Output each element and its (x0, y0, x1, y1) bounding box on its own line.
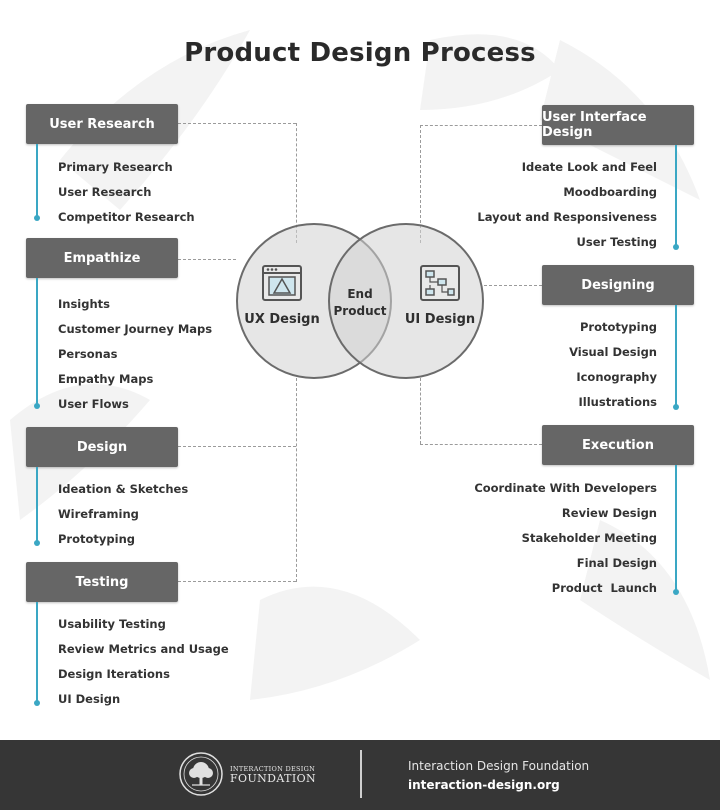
list-item: Visual Design (569, 345, 657, 359)
ui-design-circle (328, 223, 484, 379)
list-item: Stakeholder Meeting (521, 531, 657, 545)
footer-logo-text-top: INTERACTION DESIGN (230, 765, 316, 773)
ui-design-label: UI Design (404, 312, 476, 327)
testing-box: Testing (26, 562, 178, 602)
timeline-end-dot (673, 404, 679, 410)
list-item: Illustrations (578, 395, 658, 409)
connector-line (484, 285, 542, 286)
ui-design-timeline (675, 145, 677, 247)
connector-line (296, 378, 297, 582)
list-item: UI Design (58, 692, 121, 706)
list-item: Final Design (576, 556, 657, 570)
user-research-timeline (36, 144, 38, 218)
timeline-end-dot (34, 403, 40, 409)
testing-timeline (36, 602, 38, 703)
empathize-box: Empathize (26, 238, 178, 278)
footer-logo-text-bottom: FOUNDATION (230, 772, 317, 785)
list-item: Primary Research (58, 160, 173, 174)
execution-box: Execution (542, 425, 694, 465)
connector-line (178, 446, 296, 447)
list-item: Personas (58, 347, 118, 361)
list-item: Ideate Look and Feel (521, 160, 657, 174)
ux-design-label: UX Design (244, 312, 320, 327)
list-item: Customer Journey Maps (58, 322, 213, 336)
user-research-box: User Research (26, 104, 178, 144)
list-item: Iconography (576, 370, 657, 384)
end-product-line1: End (347, 287, 373, 301)
footer-url-link[interactable]: interaction-design.org (408, 778, 560, 792)
designing-timeline (675, 305, 677, 407)
connector-line (420, 444, 542, 445)
timeline-end-dot (34, 215, 40, 221)
timeline-end-dot (673, 244, 679, 250)
list-item: Wireframing (58, 507, 139, 521)
connector-line (178, 259, 236, 260)
footer-divider (360, 750, 362, 798)
timeline-end-dot (34, 540, 40, 546)
list-item: Insights (58, 297, 111, 311)
list-item: User Flows (58, 397, 129, 411)
user-interface-design-box: User Interface Design (542, 105, 694, 145)
list-item: Review Metrics and Usage (58, 642, 229, 656)
connector-line (420, 125, 421, 243)
list-item: User Testing (576, 235, 657, 249)
list-item: Product Launch (551, 581, 657, 595)
execution-timeline (675, 465, 677, 592)
list-item: Prototyping (58, 532, 135, 546)
timeline-end-dot (673, 589, 679, 595)
connector-line (296, 123, 297, 243)
list-item: Prototyping (580, 320, 657, 334)
list-item: Coordinate With Developers (474, 481, 657, 495)
list-item: User Research (58, 185, 152, 199)
list-item: Moodboarding (563, 185, 657, 199)
design-timeline (36, 467, 38, 543)
list-item: Usability Testing (58, 617, 166, 631)
connector-line (178, 581, 296, 582)
list-item: Empathy Maps (58, 372, 154, 386)
connector-line (420, 125, 542, 126)
ux-design-icon (262, 265, 302, 301)
connector-line (420, 378, 421, 444)
foundation-logo-icon[interactable] (178, 751, 224, 797)
end-product-line2: Product (333, 304, 387, 318)
list-item: Layout and Responsiveness (477, 210, 657, 224)
timeline-end-dot (34, 700, 40, 706)
designing-box: Designing (542, 265, 694, 305)
footer-org-name: Interaction Design Foundation (408, 759, 590, 773)
connector-line (178, 123, 296, 124)
page-title: Product Design Process (184, 38, 536, 68)
ui-design-icon (420, 265, 460, 301)
list-item: Competitor Research (58, 210, 195, 224)
design-box: Design (26, 427, 178, 467)
empathize-timeline (36, 278, 38, 406)
list-item: Review Design (561, 506, 657, 520)
list-item: Ideation & Sketches (58, 482, 189, 496)
list-item: Design Iterations (58, 667, 170, 681)
